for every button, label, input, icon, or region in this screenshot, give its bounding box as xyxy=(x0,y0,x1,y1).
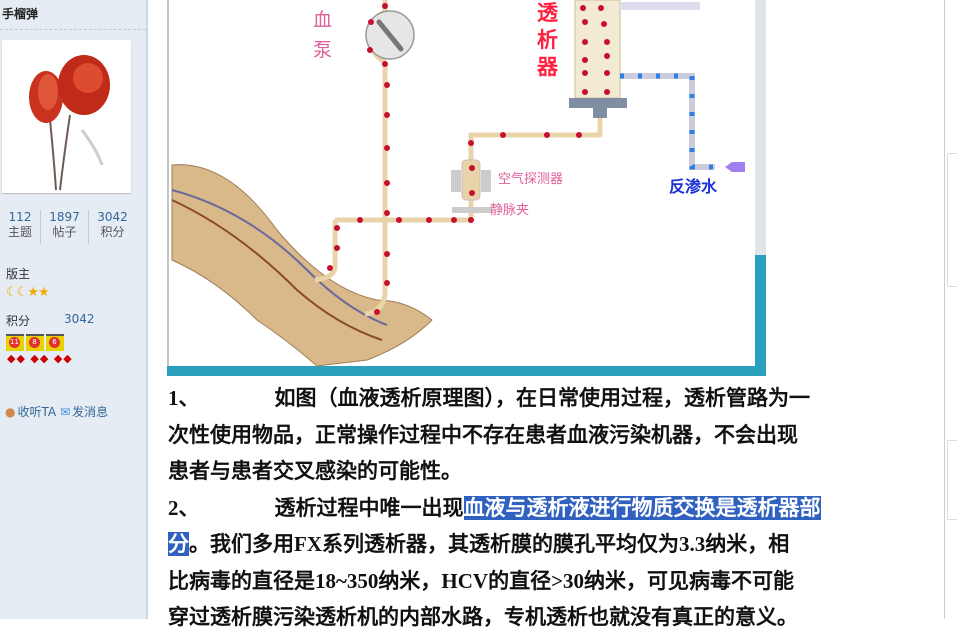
ro-water-label: 反渗水 xyxy=(669,177,718,196)
medal-icon[interactable]: 6 xyxy=(46,334,64,351)
paragraph-1-line: 次性使用物品，正常操作过程中不存在患者血液污染机器，不会出现 xyxy=(168,422,798,447)
blood-cell-dot xyxy=(396,217,402,223)
venous-clamp-label: 静脉夹 xyxy=(490,203,529,218)
right-panel-box xyxy=(947,440,957,520)
paragraph-2-line: 比病毒的直径是18~350纳米，HCV的直径>30纳米，可见病毒不可能 xyxy=(168,568,795,593)
blood-cell-dot xyxy=(384,280,390,286)
selected-text[interactable]: 分 xyxy=(168,532,189,556)
blood-cell-dot xyxy=(604,53,610,59)
blood-cell-dot xyxy=(582,39,588,45)
blood-cell-dot xyxy=(334,245,340,251)
blood-cell-dot xyxy=(469,190,475,196)
blood-cell-dot xyxy=(384,145,390,151)
blood-cell-dot xyxy=(576,132,582,138)
pump-label-2: 泵 xyxy=(313,39,332,61)
medal-icon[interactable]: 8 xyxy=(26,334,44,351)
blood-cell-dot xyxy=(384,251,390,257)
pump-label-1: 血 xyxy=(313,9,332,31)
post-content: 1、如图（血液透析原理图），在日常使用过程，透析管路为一 次性使用物品，正常操作… xyxy=(168,380,928,636)
blood-cell-dot xyxy=(334,225,340,231)
right-panel-box xyxy=(947,153,957,287)
paragraph-1-line: 1、如图（血液透析原理图），在日常使用过程，透析管路为一 xyxy=(168,386,810,410)
divider xyxy=(0,29,146,30)
avatar[interactable] xyxy=(2,40,131,193)
blood-cell-dot xyxy=(601,21,607,27)
paragraph-2-line: 分。我们多用FX系列透析器，其透析膜的膜孔平均仅为3.3纳米，相 xyxy=(168,532,790,556)
blood-cell-dot xyxy=(468,217,474,223)
air-detector-label: 空气探测器 xyxy=(498,171,563,187)
blood-cell-dot xyxy=(582,19,588,25)
blood-cell-dot xyxy=(604,70,610,76)
blood-cell-dot xyxy=(327,265,333,271)
user-follow-icon: ● xyxy=(5,404,16,419)
blood-cell-dot xyxy=(500,132,506,138)
blood-cell-dot xyxy=(582,89,588,95)
blood-cell-dot xyxy=(604,89,610,95)
rank-icons: ☾☾★★ xyxy=(6,285,50,300)
arrow-left-icon xyxy=(725,162,745,172)
divider xyxy=(40,210,41,244)
blood-cell-dot xyxy=(582,57,588,63)
blood-cell-dot xyxy=(367,47,373,53)
paragraph-2-line: 2、透析过程中唯一出现血液与透析液进行物质交换是透析器部 xyxy=(168,495,821,520)
star-icon: ★ xyxy=(27,285,39,300)
blood-cell-dot xyxy=(368,19,374,25)
paragraph-2-line: 穿过透析膜污染透析机的内部水路，专机透析也就没有真正的意义。 xyxy=(168,605,798,629)
follow-button[interactable]: ●收听TA xyxy=(5,404,57,420)
paragraph-1-line: 患者与患者交叉感染的可能性。 xyxy=(168,459,462,483)
dialyzer-label: 透析器 xyxy=(536,1,559,79)
blood-cell-dot xyxy=(384,82,390,88)
blood-cell-dot xyxy=(426,217,432,223)
username[interactable]: 手榴弹 xyxy=(2,7,39,21)
user-rank: 版主 xyxy=(6,267,31,281)
blood-cell-dot xyxy=(384,180,390,186)
blood-cell-dot xyxy=(384,210,390,216)
divider xyxy=(88,210,89,244)
blood-cell-dot xyxy=(468,140,474,146)
blood-cell-dot xyxy=(544,132,550,138)
user-actions: ●收听TA ✉发消息 xyxy=(5,403,108,420)
blood-cell-dot xyxy=(384,112,390,118)
envelope-icon: ✉ xyxy=(60,404,71,419)
blood-cell-dot xyxy=(580,5,586,11)
right-panel xyxy=(944,0,957,619)
blood-cell-dot xyxy=(469,165,475,171)
medal-icon[interactable]: 11 xyxy=(6,334,24,351)
rose-avatar-image xyxy=(29,55,110,191)
blood-cell-dot xyxy=(451,217,457,223)
moon-icon: ☾ xyxy=(16,285,29,300)
blood-cell-dot xyxy=(382,61,388,67)
blood-cell-dot xyxy=(357,217,363,223)
blood-cell-dot xyxy=(598,5,604,11)
send-message-button[interactable]: ✉发消息 xyxy=(60,404,109,420)
blood-cell-dot xyxy=(604,39,610,45)
blood-cell-dot xyxy=(382,3,388,9)
blood-cell-dot xyxy=(582,70,588,76)
selected-text[interactable]: 血液与透析液进行物质交换是透析器部 xyxy=(463,495,821,520)
star-icon: ★ xyxy=(37,285,50,300)
moon-icon: ☾ xyxy=(6,285,18,300)
dialysis-diagram: 血 泵 透析器 空气探测器 静脉夹 反渗水 xyxy=(167,0,766,376)
blood-cell-dot xyxy=(374,309,380,315)
dialysis-diagram-image: 血 泵 透析器 空气探测器 静脉夹 反渗水 xyxy=(167,0,766,376)
gem-icons: ◆◆ ◆◆ ◆◆ xyxy=(7,352,73,365)
